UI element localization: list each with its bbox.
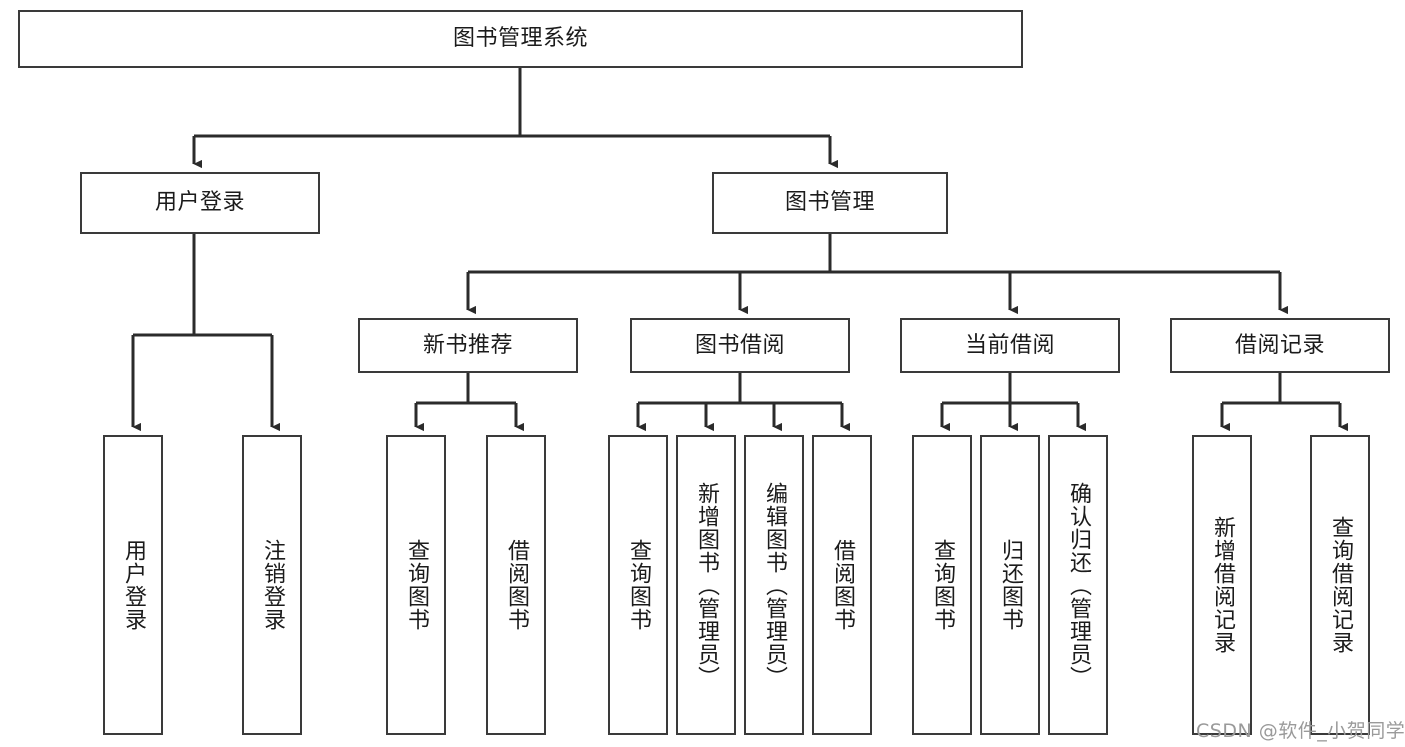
node-label: 图书管理: [784, 190, 875, 216]
node-label: 新增图书（管理员）: [693, 481, 719, 689]
node-label: 归还图书: [997, 539, 1023, 631]
node-label: 用户登录: [120, 539, 146, 631]
connector-userlogin-to-leaves: [131, 234, 281, 432]
connector-newbook-to-leaves: [414, 373, 525, 432]
node-leaf-query-book-1[interactable]: 查询图书: [386, 435, 446, 735]
node-current-borrow[interactable]: 当前借阅: [900, 318, 1120, 373]
node-leaf-borrow-book-1[interactable]: 借阅图书: [486, 435, 546, 735]
node-leaf-user-login[interactable]: 用户登录: [103, 435, 163, 735]
node-label: 新书推荐: [422, 332, 513, 358]
node-label: 图书管理系统: [452, 26, 588, 52]
node-leaf-query-book-2[interactable]: 查询图书: [608, 435, 668, 735]
node-label: 新增借阅记录: [1209, 516, 1235, 654]
node-label: 借阅图书: [503, 539, 529, 631]
node-label: 查询图书: [929, 539, 955, 631]
node-leaf-query-record[interactable]: 查询借阅记录: [1310, 435, 1370, 735]
node-leaf-borrow-book-2[interactable]: 借阅图书: [812, 435, 872, 735]
node-label: 确认归还（管理员）: [1065, 481, 1091, 689]
connector-bookmgmt-to-level3: [466, 234, 1289, 315]
node-label: 借阅记录: [1234, 332, 1325, 358]
node-book-borrow[interactable]: 图书借阅: [630, 318, 850, 373]
node-label: 借阅图书: [829, 539, 855, 631]
node-label: 用户登录: [154, 190, 245, 216]
node-label: 查询图书: [625, 539, 651, 631]
node-leaf-confirm-return[interactable]: 确认归还（管理员）: [1048, 435, 1108, 735]
node-label: 当前借阅: [964, 332, 1055, 358]
connector-borrowrecord-to-leaves: [1220, 373, 1349, 432]
node-new-book-recommend[interactable]: 新书推荐: [358, 318, 578, 373]
node-label: 图书借阅: [694, 332, 785, 358]
connector-root-to-level2: [192, 68, 839, 169]
node-leaf-logout[interactable]: 注销登录: [242, 435, 302, 735]
node-label: 查询借阅记录: [1327, 516, 1353, 654]
connector-currentborrow-to-leaves: [940, 373, 1087, 432]
node-book-management[interactable]: 图书管理: [712, 172, 948, 234]
node-borrow-record[interactable]: 借阅记录: [1170, 318, 1390, 373]
node-label: 注销登录: [259, 539, 285, 631]
node-user-login[interactable]: 用户登录: [80, 172, 320, 234]
node-leaf-edit-book[interactable]: 编辑图书（管理员）: [744, 435, 804, 735]
node-leaf-query-book-3[interactable]: 查询图书: [912, 435, 972, 735]
node-leaf-return-book[interactable]: 归还图书: [980, 435, 1040, 735]
node-leaf-add-book[interactable]: 新增图书（管理员）: [676, 435, 736, 735]
node-leaf-add-record[interactable]: 新增借阅记录: [1192, 435, 1252, 735]
node-label: 编辑图书（管理员）: [761, 481, 787, 689]
node-label: 查询图书: [403, 539, 429, 631]
connector-bookborrow-to-leaves: [636, 373, 851, 432]
node-root-system[interactable]: 图书管理系统: [18, 10, 1023, 68]
